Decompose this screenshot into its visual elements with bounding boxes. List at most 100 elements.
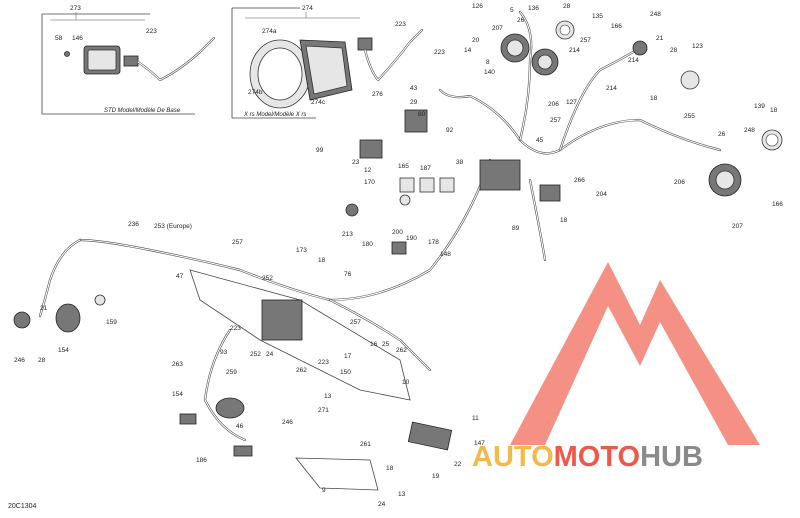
label-274c: 274c (311, 99, 326, 106)
label-255: 255 (684, 113, 695, 120)
label-18: 18 (318, 257, 326, 264)
label-45: 45 (536, 137, 544, 144)
label-16: 16 (370, 341, 378, 348)
label-207: 207 (492, 25, 503, 32)
connector-180 (391, 241, 407, 255)
bulb-159 (94, 294, 106, 306)
label-259: 259 (226, 369, 237, 376)
label-214: 214 (628, 57, 639, 64)
label-262: 262 (396, 347, 407, 354)
label-127: 127 (566, 99, 577, 106)
label-146: 146 (72, 35, 83, 42)
label-18: 18 (650, 95, 658, 102)
label-190: 190 (406, 235, 417, 242)
label-89: 89 (512, 225, 520, 232)
label-93: 93 (220, 349, 228, 356)
label-139: 139 (754, 103, 765, 110)
automotohub-wordmark: AUTOMOTOHUB (472, 441, 703, 473)
fuse-b (419, 177, 435, 193)
label-252: 252 (262, 275, 273, 282)
wordmark-auto: AUTO (472, 441, 554, 473)
lamp-154 (55, 303, 81, 333)
label-180: 180 (362, 241, 373, 248)
label-170: 170 (364, 179, 375, 186)
label-24: 24 (266, 351, 274, 358)
label-206: 206 (548, 101, 559, 108)
label-246: 246 (282, 419, 293, 426)
label-25: 25 (382, 341, 390, 348)
label-26: 26 (517, 17, 525, 24)
label-223: 223 (230, 325, 241, 332)
std-model-caption: STD Model/Modèle De Base (104, 108, 181, 114)
xrs-model-box: 274 274a 274b 274c 223 X rs Model/Modèle… (231, 5, 424, 119)
label-173: 173 (296, 247, 307, 254)
label-266: 266 (574, 177, 585, 184)
label-58: 58 (55, 35, 63, 42)
label-136: 136 (528, 5, 539, 12)
label-166: 166 (611, 23, 622, 30)
fuse-c (439, 177, 455, 193)
part-labels: 126 5 136 28 135 166 248 20 207 26 14 14… (14, 3, 783, 508)
label-257: 257 (580, 37, 591, 44)
label-187: 187 (420, 165, 431, 172)
label-273: 273 (70, 5, 81, 12)
label-23: 23 (352, 159, 360, 166)
label-252: 252 (250, 351, 261, 358)
label-165: 165 (398, 163, 409, 170)
std-model-box: 273 58 146 223 STD Model/Modèle De Base (41, 5, 216, 115)
label-26: 26 (718, 131, 726, 138)
label-248: 248 (650, 11, 661, 18)
label-274: 274 (302, 5, 313, 12)
label-147: 147 (474, 440, 485, 447)
label-223: 223 (395, 21, 406, 28)
label-263: 263 (172, 361, 183, 368)
label-257: 257 (350, 319, 361, 326)
label-38: 38 (456, 159, 464, 166)
label-17: 17 (344, 353, 352, 360)
label-253-europe: 253 (Europe) (154, 223, 192, 230)
label-76: 76 (344, 271, 352, 278)
label-206: 206 (674, 179, 685, 186)
label-13: 13 (398, 491, 406, 498)
label-213: 213 (342, 231, 353, 238)
label-24: 24 (378, 501, 386, 508)
label-246: 246 (14, 357, 25, 364)
fuse-box (479, 159, 521, 191)
sensor-top-right (632, 40, 648, 56)
label-150: 150 (340, 369, 351, 376)
label-14: 14 (464, 47, 472, 54)
label-9: 9 (322, 487, 326, 494)
label-18: 18 (770, 107, 778, 114)
label-21: 21 (40, 305, 48, 312)
wordmark-hub: HUB (640, 441, 703, 473)
label-223: 223 (146, 28, 157, 35)
diagram-code: 20C1304 (8, 503, 37, 510)
sensor-213 (345, 203, 359, 217)
xrs-connector (357, 37, 373, 51)
parts (13, 20, 783, 491)
label-47: 47 (176, 273, 184, 280)
label-43: 43 (410, 85, 418, 92)
label-11: 11 (472, 415, 479, 422)
label-154: 154 (172, 391, 183, 398)
label-166: 166 (772, 201, 783, 208)
label-271: 271 (318, 407, 329, 414)
rear-lamp-246 (215, 397, 245, 419)
label-207: 207 (732, 223, 743, 230)
label-135: 135 (592, 13, 603, 20)
tail-light-147 (407, 421, 453, 451)
label-148: 148 (440, 251, 451, 258)
label-186: 186 (196, 457, 207, 464)
lamp-246 (13, 311, 31, 329)
automotohub-logo (510, 262, 760, 445)
label-99: 99 (316, 147, 324, 154)
label-123: 123 (692, 43, 703, 50)
label-28: 28 (563, 3, 571, 10)
label-257: 257 (550, 117, 561, 124)
label-10: 10 (402, 379, 410, 386)
label-126: 126 (472, 3, 483, 10)
label-13: 13 (324, 393, 332, 400)
label-46: 46 (236, 423, 244, 430)
label-214: 214 (606, 85, 617, 92)
